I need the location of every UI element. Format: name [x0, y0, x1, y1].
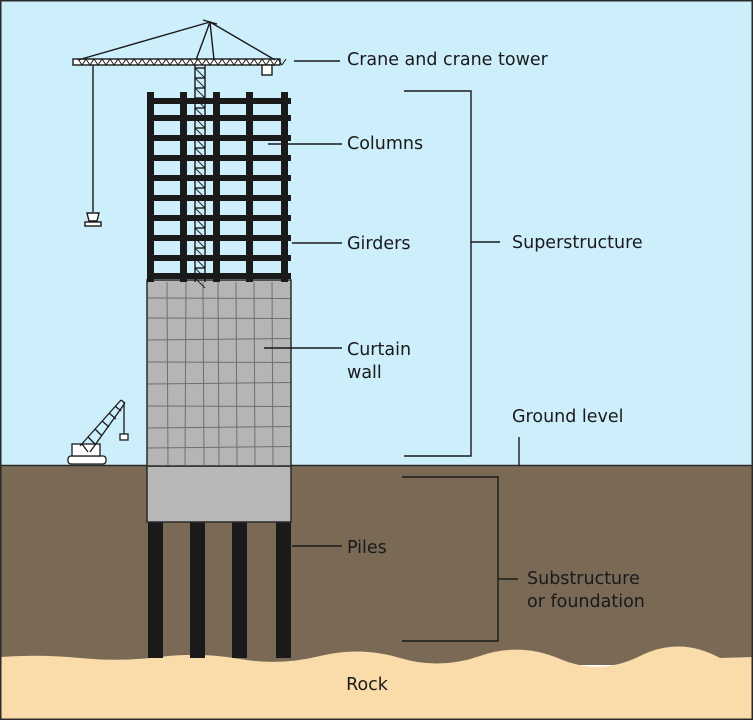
girder	[147, 255, 291, 261]
girder	[147, 235, 291, 241]
column	[246, 92, 253, 282]
rock-label: Rock	[346, 675, 389, 695]
girder	[147, 195, 291, 201]
crane-tower-mast	[194, 62, 206, 289]
pile	[148, 520, 163, 658]
crane-label: Crane and crane tower	[347, 50, 549, 70]
substructure-bracket	[402, 476, 499, 642]
substructure-label-line2: or foundation	[527, 592, 645, 612]
ground-soil	[0, 465, 753, 665]
ground-level-label: Ground level	[512, 407, 624, 427]
sky	[0, 0, 753, 466]
curtain-wall-label-line1: Curtain	[347, 340, 411, 360]
girder	[147, 175, 291, 181]
column	[281, 92, 288, 282]
steel-frame	[147, 92, 291, 282]
girder	[147, 115, 291, 121]
piles-label: Piles	[347, 538, 387, 558]
girders-label: Girders	[347, 234, 411, 254]
girder	[147, 215, 291, 221]
curtain-wall-label-line2: wall	[347, 363, 382, 383]
pile	[232, 520, 247, 658]
foundation-cap	[146, 465, 292, 523]
columns-label: Columns	[347, 134, 423, 154]
column	[180, 92, 187, 282]
superstructure-label: Superstructure	[512, 233, 643, 253]
pile	[190, 520, 205, 658]
girder	[147, 135, 291, 141]
crawler-crane-icon	[67, 399, 129, 465]
girder	[147, 273, 291, 279]
curtain-wall	[146, 279, 292, 467]
superstructure-bracket	[404, 90, 472, 457]
column	[147, 92, 154, 282]
rock-layer	[0, 646, 753, 720]
girder	[147, 98, 291, 104]
pile	[276, 520, 291, 658]
substructure-label-line1: Substructure	[527, 569, 640, 589]
piles	[148, 520, 291, 658]
column	[213, 92, 220, 282]
tower-crane-icon	[72, 19, 287, 227]
girder	[147, 155, 291, 161]
